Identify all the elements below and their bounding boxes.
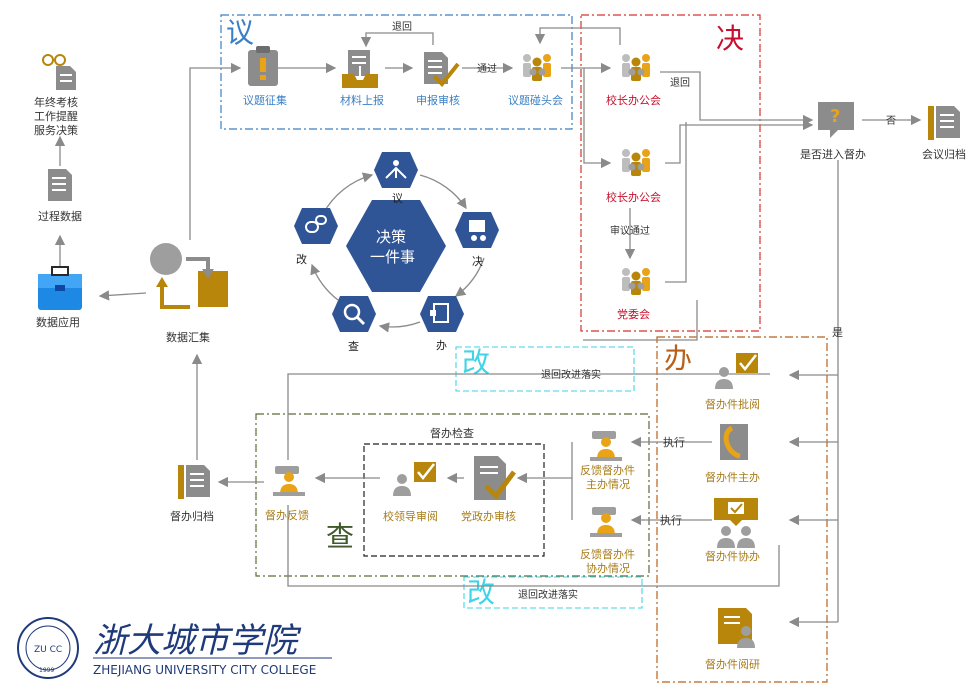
jue-return-label: 退回 xyxy=(670,77,690,89)
svg-text:?: ? xyxy=(830,106,840,127)
lead-icon xyxy=(720,424,748,460)
office-review-icon xyxy=(474,456,516,500)
gai-return-top-label: 退回改进落实 xyxy=(541,368,601,381)
hex-gai-icon xyxy=(294,208,338,244)
center-line-2: 一件事 xyxy=(370,248,415,266)
feedback-label: 督办反馈 xyxy=(265,508,309,522)
feedback-assist-line-1: 反馈督办件 xyxy=(580,547,635,561)
year-end-line-2: 工作提醒 xyxy=(34,110,78,123)
section-jue: 决 xyxy=(716,22,744,55)
material-submit-label: 材料上报 xyxy=(340,93,384,107)
study-icon xyxy=(718,608,755,648)
process-data-label: 过程数据 xyxy=(38,209,82,223)
seal-year: 1999 xyxy=(39,667,54,674)
question-icon: ? xyxy=(818,102,854,138)
college-seal: ZU CC 1999 xyxy=(17,617,79,679)
execute-1-label: 执行 xyxy=(663,435,685,449)
hex-cha-icon xyxy=(332,296,376,332)
supervise-archive-icon xyxy=(178,465,210,499)
lead-label: 督办件主办 xyxy=(705,470,760,484)
feedback-lead-line-2: 主办情况 xyxy=(586,478,630,491)
principal-office-2-label: 校长办公会 xyxy=(606,190,661,204)
section-yi: 议 xyxy=(226,16,254,49)
ban-frame xyxy=(656,336,828,683)
cycle-diagram: 决策 一件事 议 决 办 查 xyxy=(294,152,499,353)
glasses-doc-icon xyxy=(42,54,76,90)
leader-review-icon xyxy=(393,462,436,496)
section-cha: 查 xyxy=(326,520,354,553)
assist-icon xyxy=(714,498,758,548)
year-end-line-1: 年终考核 xyxy=(34,95,78,109)
year-end-line-3: 服务决策 xyxy=(34,123,78,137)
gai-top-frame xyxy=(455,346,635,392)
center-hexagon xyxy=(346,200,446,292)
topic-meeting-icon xyxy=(523,54,551,81)
review-icon xyxy=(424,52,460,87)
topic-collect-icon xyxy=(248,46,278,86)
center-line-1: 决策 xyxy=(376,228,406,246)
office-review-label: 党政办审核 xyxy=(461,509,516,523)
section-ban: 办 xyxy=(664,342,692,375)
hex-yi-label: 议 xyxy=(392,192,403,205)
approve-label: 督办件批阅 xyxy=(705,397,760,411)
seal-letters: ZU CC xyxy=(34,645,62,655)
principal-office-2-icon xyxy=(622,149,650,176)
topic-collect-label: 议题征集 xyxy=(243,93,287,107)
hex-cha-label: 查 xyxy=(348,339,359,353)
topic-meeting-label: 议题碰头会 xyxy=(508,94,563,107)
feedback-lead-icon xyxy=(590,431,622,461)
leader-review-label: 校领导审阅 xyxy=(383,509,438,523)
principal-office-1-label: 校长办公会 xyxy=(606,93,661,107)
college-english-name: ZHEJIANG UNIVERSITY CITY COLLEGE xyxy=(93,663,316,677)
briefcase-icon xyxy=(38,266,82,310)
hex-jue-icon xyxy=(455,212,499,248)
college-logo: ZU CC 1999 浙大城市学院 ZHEJIANG UNIVERSITY CI… xyxy=(17,617,332,679)
material-submit-icon xyxy=(342,50,378,88)
hex-gai-label: 改 xyxy=(296,252,307,266)
party-committee-icon xyxy=(622,268,650,295)
supervise-question-label: 是否进入督办 xyxy=(800,147,866,161)
review-label: 申报审核 xyxy=(416,93,460,107)
gai-bottom-frame xyxy=(463,576,643,609)
hex-jue-label: 决 xyxy=(472,255,483,268)
feedback-assist-line-2: 协办情况 xyxy=(586,561,630,575)
section-gai-bottom: 改 xyxy=(467,576,495,609)
feedback-lead-line-1: 反馈督办件 xyxy=(580,463,635,477)
connectors xyxy=(54,27,922,628)
supervise-archive-label: 督办归档 xyxy=(170,509,214,523)
decision-no-label: 否 xyxy=(886,115,896,127)
feedback-assist-icon xyxy=(590,507,622,537)
gai-return-bottom-label: 退回改进落实 xyxy=(518,588,578,601)
jue-frame xyxy=(580,14,761,332)
process-data-icon xyxy=(48,169,72,201)
yi-return-label: 退回 xyxy=(392,21,412,33)
assist-label: 督办件协办 xyxy=(705,549,760,563)
data-app-label: 数据应用 xyxy=(36,315,80,329)
data-collect-icon xyxy=(150,243,228,309)
yi-frame xyxy=(220,14,573,130)
execute-2-label: 执行 xyxy=(660,513,682,527)
college-name: 浙大城市学院 xyxy=(93,621,302,661)
principal-office-1-icon xyxy=(622,54,650,81)
meeting-archive-label: 会议归档 xyxy=(922,147,966,161)
yi-pass-label: 通过 xyxy=(477,62,497,75)
party-committee-label: 党委会 xyxy=(617,308,650,321)
approve-icon xyxy=(715,353,758,389)
hex-yi-icon xyxy=(374,152,418,188)
data-collect-label: 数据汇集 xyxy=(166,330,210,344)
hex-ban-icon xyxy=(420,296,464,332)
cha-frame xyxy=(255,413,650,577)
hex-ban-label: 办 xyxy=(436,339,447,352)
review-pass-label: 审议通过 xyxy=(610,224,650,237)
decision-yes-label: 是 xyxy=(832,326,843,339)
cha-inner-frame xyxy=(363,443,545,557)
study-label: 督办件阅研 xyxy=(705,657,760,671)
meeting-archive-icon xyxy=(928,106,960,140)
feedback-icon xyxy=(273,466,305,496)
supervise-check-title: 督办检查 xyxy=(430,426,474,440)
